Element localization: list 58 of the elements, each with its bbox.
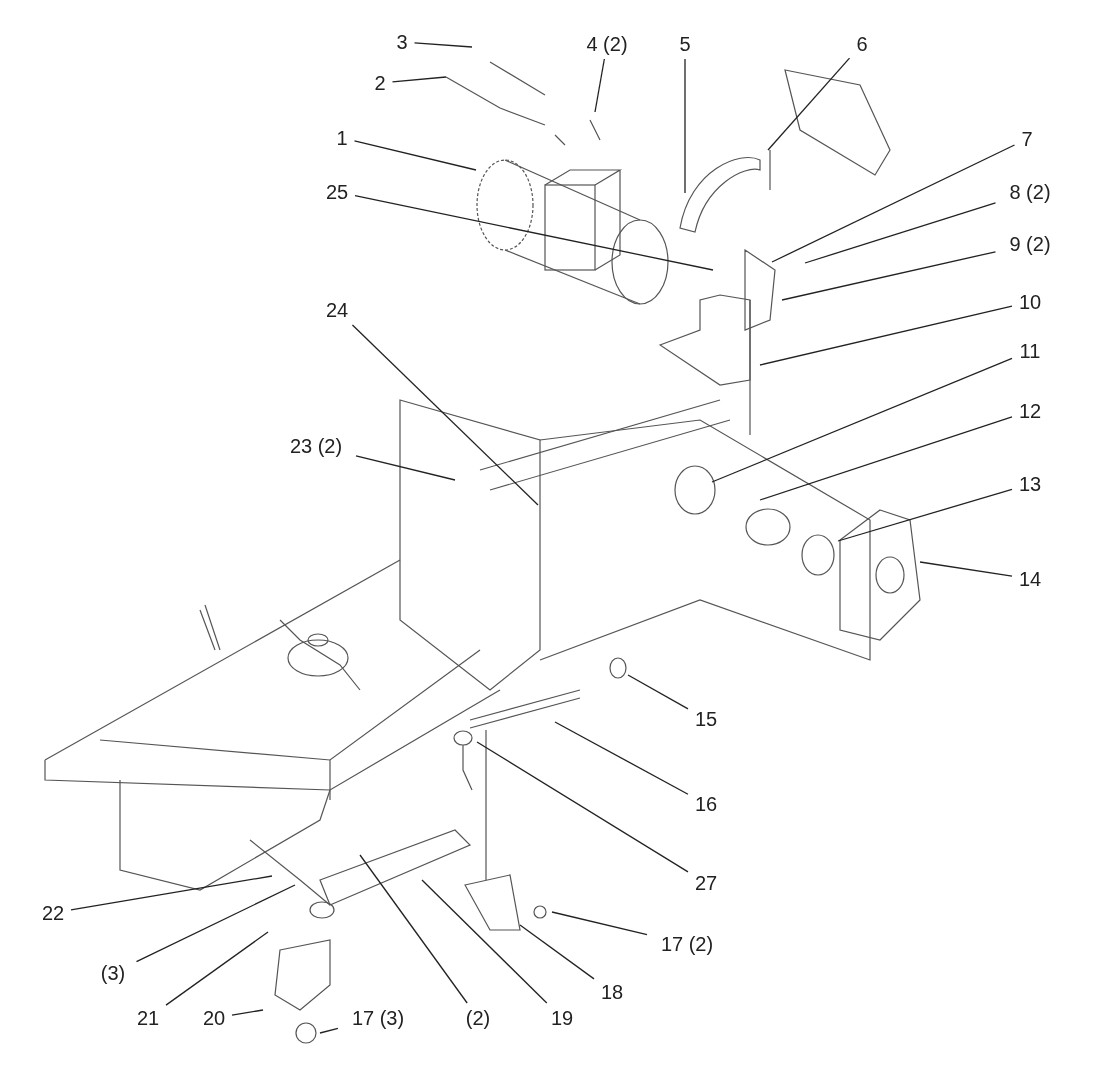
- callout-number: 13: [1016, 472, 1044, 496]
- callout-number: 1: [333, 126, 351, 150]
- leader-line: [594, 58, 605, 113]
- callout-number: 17 (3): [342, 1006, 414, 1030]
- callout-number: 18: [598, 980, 626, 1004]
- callout-number: 11: [1016, 339, 1044, 363]
- callout-number: 22: [39, 901, 67, 925]
- callout-number: 24: [323, 298, 351, 322]
- callout-number: 3: [393, 30, 411, 54]
- callout-number: 5: [676, 32, 694, 56]
- leader-line: [519, 924, 595, 980]
- leader-line: [351, 324, 539, 506]
- leader-line: [759, 416, 1013, 501]
- leader-line: [354, 195, 714, 271]
- leader-line: [554, 721, 689, 795]
- leader-line: [767, 57, 851, 151]
- callout-number: 14: [1016, 567, 1044, 591]
- leader-line: [391, 76, 447, 83]
- callout-number: 15: [692, 707, 720, 731]
- callout-number: 19: [548, 1006, 576, 1030]
- callout-number: 16: [692, 792, 720, 816]
- callout-number: 25: [323, 180, 351, 204]
- leader-line: [476, 741, 689, 873]
- leader-line: [781, 251, 997, 301]
- callout-number: 9 (2): [999, 232, 1061, 256]
- callout-number: 23 (2): [280, 434, 352, 458]
- leader-line: [837, 488, 1013, 542]
- callout-number: 6: [853, 32, 871, 56]
- leader-line: [804, 202, 997, 264]
- callout-number: (3): [93, 961, 133, 985]
- callout-number: 7: [1018, 127, 1036, 151]
- leader-line: [165, 931, 269, 1006]
- callout-number: 8 (2): [999, 180, 1061, 204]
- callout-number: 17 (2): [651, 932, 723, 956]
- callout-number: (2): [458, 1006, 498, 1030]
- callout-number: 4 (2): [576, 32, 638, 56]
- callout-number: 20: [200, 1006, 228, 1030]
- leader-line: [421, 879, 548, 1004]
- leader-line: [919, 561, 1013, 577]
- leader-line: [359, 854, 468, 1004]
- leader-line: [355, 455, 456, 481]
- callout-number: 12: [1016, 399, 1044, 423]
- leader-line: [627, 674, 689, 710]
- leader-line: [771, 144, 1016, 263]
- callout-number: 10: [1016, 290, 1044, 314]
- leader-line: [759, 305, 1013, 366]
- leader-line: [135, 884, 296, 963]
- callout-number: 2: [371, 71, 389, 95]
- leader-line: [70, 875, 273, 911]
- leader-line: [711, 357, 1013, 483]
- leader-line: [684, 58, 686, 194]
- leader-line: [413, 42, 473, 48]
- leader-line: [353, 140, 477, 171]
- leader-line: [231, 1009, 264, 1016]
- leader-line: [319, 1027, 339, 1034]
- callout-number: 21: [134, 1006, 162, 1030]
- leader-line: [551, 911, 648, 936]
- callout-number: 27: [692, 871, 720, 895]
